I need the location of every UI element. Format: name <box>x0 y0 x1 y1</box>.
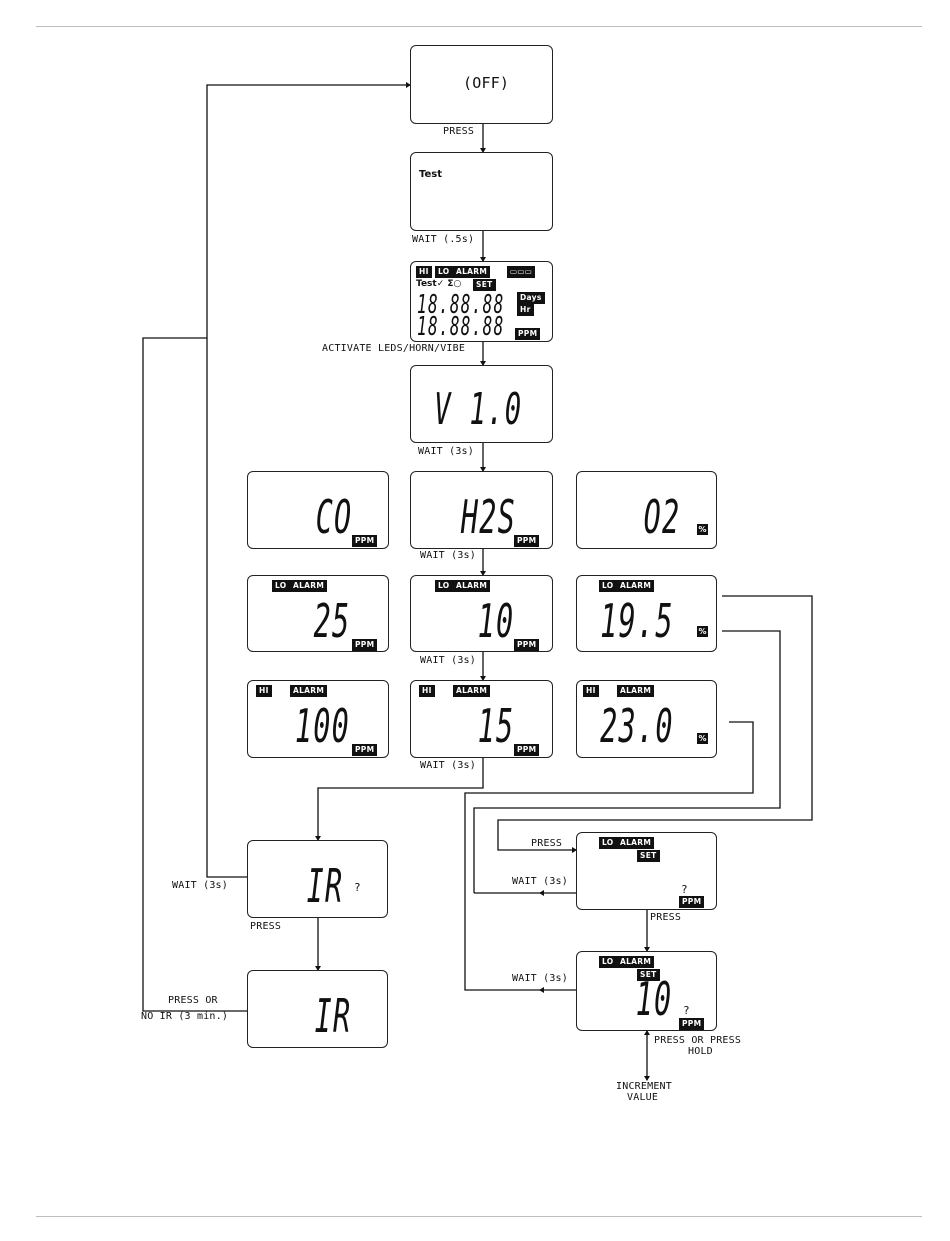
all-seg-digits-1: 18.88.88 <box>417 290 505 320</box>
lo-h2s-value: 10 <box>477 594 514 648</box>
lo-tag-o2: LO <box>599 580 617 592</box>
hi-tag-h2s: HI <box>419 685 435 697</box>
screen-hi-o2: HI ALARM 23.0 % <box>576 680 717 758</box>
alarm-tag-hi-o2: ALARM <box>617 685 655 697</box>
battery-icon: ▭▭▭ <box>507 266 536 278</box>
pct-icon-lo-o2: % <box>697 626 708 637</box>
set-tag-1: SET <box>637 850 660 862</box>
alarm-tag-lo-co: ALARM <box>290 580 328 592</box>
screen-all-segments: HI LO ALARM ▭▭▭ Test✓ Σ○ SET Days Hr 18.… <box>410 261 553 342</box>
ppm-tag-h2s: PPM <box>514 535 540 547</box>
ir-text: IR <box>314 989 351 1043</box>
screen-ir-prompt: IR ? <box>247 840 388 918</box>
screen-version: V 1.0 <box>410 365 553 443</box>
set-question-icon: ? <box>681 883 688 896</box>
label-activate: ACTIVATE LEDS/HORN/VIBE <box>322 343 466 354</box>
screen-h2s: H2S PPM <box>410 471 553 549</box>
top-rule <box>36 26 922 27</box>
test-text: Test <box>419 169 443 180</box>
hi-h2s-value: 15 <box>477 699 514 753</box>
alarm-tag-set2: ALARM <box>617 956 655 968</box>
lo-tag: LO <box>435 266 453 278</box>
label-press-set2: PRESS <box>650 912 682 923</box>
alarm-tag-lo-o2: ALARM <box>617 580 655 592</box>
label-value: VALUE <box>627 1092 659 1103</box>
hr-tag: Hr <box>517 304 534 316</box>
pct-icon-o2: % <box>697 524 708 535</box>
lo-tag-co: LO <box>272 580 290 592</box>
test-check-text: Test✓ Σ○ <box>416 279 462 289</box>
ir-question-icon: ? <box>354 881 361 894</box>
bottom-rule <box>36 1216 922 1217</box>
ir-prompt-text: IR <box>306 859 343 913</box>
screen-lo-co: LO ALARM 25 PPM <box>247 575 389 652</box>
alarm-tag-lo-h2s: ALARM <box>453 580 491 592</box>
label-hold: HOLD <box>688 1046 713 1057</box>
alarm-tag-hi-co: ALARM <box>290 685 328 697</box>
ppm-tag-set-value: PPM <box>679 1018 705 1030</box>
hi-o2-value: 23.0 <box>600 699 674 753</box>
hi-tag-o2: HI <box>583 685 599 697</box>
version-text: V 1.0 <box>433 384 522 435</box>
ppm-tag-hi-co: PPM <box>352 744 378 756</box>
ppm-tag-set: PPM <box>679 896 705 908</box>
label-increment: INCREMENT <box>616 1081 672 1092</box>
screen-off: (OFF) <box>410 45 553 124</box>
label-wait3-d: WAIT (3s) <box>420 760 476 771</box>
lo-tag-set: LO <box>599 837 617 849</box>
co-text: CO <box>315 490 352 544</box>
ppm-tag-hi-h2s: PPM <box>514 744 540 756</box>
screen-co: CO PPM <box>247 471 389 549</box>
screen-o2: O2 % <box>576 471 717 549</box>
set-tag: SET <box>473 279 496 291</box>
screen-ir: IR <box>247 970 388 1048</box>
hi-co-value: 100 <box>294 699 350 753</box>
ppm-tag-all: PPM <box>515 328 541 340</box>
label-press-or: PRESS OR <box>168 995 218 1006</box>
screen-set-value: LO ALARM SET 10 ? PPM <box>576 951 717 1031</box>
label-wait3-c: WAIT (3s) <box>420 655 476 666</box>
set-value-question-icon: ? <box>683 1004 690 1017</box>
lo-o2-value: 19.5 <box>600 594 674 648</box>
label-wait3-ir: WAIT (3s) <box>172 880 228 891</box>
label-press-1: PRESS <box>443 126 475 137</box>
alarm-tag-set: ALARM <box>617 837 655 849</box>
screen-hi-h2s: HI ALARM 15 PPM <box>410 680 553 758</box>
label-wait3-set2: WAIT (3s) <box>512 973 568 984</box>
screen-test: Test <box>410 152 553 231</box>
set-tag-2: SET <box>637 969 660 981</box>
screen-set-alarm: LO ALARM SET ? PPM <box>576 832 717 910</box>
hi-tag-co: HI <box>256 685 272 697</box>
label-wait3-a: WAIT (3s) <box>418 446 474 457</box>
hi-tag: HI <box>416 266 432 278</box>
ppm-tag-co: PPM <box>352 535 378 547</box>
off-text: (OFF) <box>463 74 510 92</box>
ppm-tag-lo-h2s: PPM <box>514 639 540 651</box>
label-press-ir: PRESS <box>250 921 282 932</box>
label-press-or-hold: PRESS OR PRESS <box>654 1035 742 1046</box>
ppm-tag-lo-co: PPM <box>352 639 378 651</box>
days-tag: Days <box>517 292 545 304</box>
alarm-tag-hi-h2s: ALARM <box>453 685 491 697</box>
h2s-text: H2S <box>460 490 516 544</box>
screen-lo-o2: LO ALARM 19.5 % <box>576 575 717 652</box>
all-seg-digits-2: 18.88.88 <box>417 312 505 342</box>
lo-tag-h2s: LO <box>435 580 453 592</box>
screen-hi-co: HI ALARM 100 PPM <box>247 680 389 758</box>
lo-tag-set2: LO <box>599 956 617 968</box>
screen-lo-h2s: LO ALARM 10 PPM <box>410 575 553 652</box>
set-value-text: 10 <box>635 972 672 1026</box>
pct-icon-hi-o2: % <box>697 733 708 744</box>
o2-text: O2 <box>643 490 680 544</box>
label-wait-5s: WAIT (.5s) <box>412 234 475 245</box>
alarm-tag: ALARM <box>453 266 491 278</box>
label-wait3-set: WAIT (3s) <box>512 876 568 887</box>
label-wait3-b: WAIT (3s) <box>420 550 476 561</box>
lo-co-value: 25 <box>313 594 350 648</box>
label-press-set: PRESS <box>531 838 563 849</box>
label-no-ir: NO IR (3 min.) <box>141 1011 229 1022</box>
